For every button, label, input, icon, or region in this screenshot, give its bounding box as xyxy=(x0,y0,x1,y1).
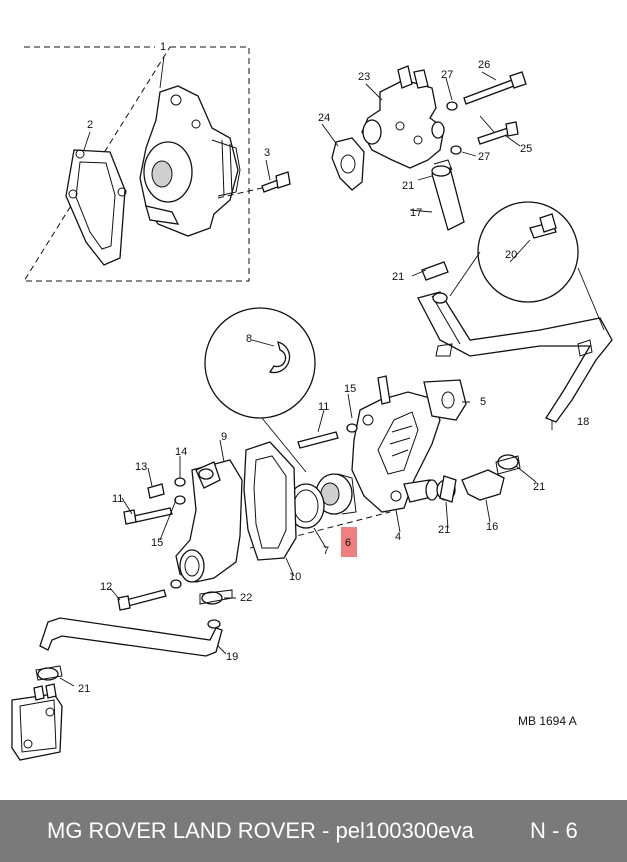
callout-label: 1 xyxy=(160,41,166,53)
callout-label: 7 xyxy=(323,545,329,557)
callout-label: 8 xyxy=(246,333,252,345)
callout-label: 11 xyxy=(112,493,123,505)
housing-gasket xyxy=(331,137,365,191)
callout-label: 26 xyxy=(478,59,490,71)
callout-label: 19 xyxy=(226,651,238,663)
callout-6-highlight xyxy=(341,527,357,557)
page-number: N - 6 xyxy=(530,818,578,843)
pump-gasket xyxy=(65,149,126,266)
callout-label: 25 xyxy=(520,143,532,155)
callout-label: 5 xyxy=(480,396,486,408)
callout-label: 13 xyxy=(135,461,147,473)
callout-label: 4 xyxy=(395,531,401,543)
callout-label: 14 xyxy=(175,446,187,458)
caption-bar: MG ROVER LAND ROVER - pel100300eva N - 6 xyxy=(0,800,627,862)
thermostat-housing-group xyxy=(331,65,527,231)
exploded-parts-diagram: 1 2 3 4 5 6 7 8 9 10 11 11 12 13 14 15 1… xyxy=(11,41,613,761)
callout-label: 10 xyxy=(289,571,301,583)
callout-label: 20 xyxy=(505,249,517,261)
callout-label: 23 xyxy=(358,71,370,83)
detail-circle-20 xyxy=(477,201,579,303)
water-pump-assembly-group xyxy=(23,46,291,282)
callout-label: 18 xyxy=(577,416,589,428)
callout-label: 21 xyxy=(78,683,90,695)
callout-label: 16 xyxy=(486,521,498,533)
bolt-3 xyxy=(261,171,291,193)
callout-label: 6 xyxy=(345,537,351,549)
drawing-reference-code: MB 1694 A xyxy=(518,714,577,728)
callout-label: 21 xyxy=(438,524,450,536)
coolant-housing xyxy=(351,391,441,513)
pipe-19 xyxy=(39,617,223,657)
callout-label: 12 xyxy=(100,581,112,593)
callout-label: 2 xyxy=(87,119,93,131)
callout-label: 24 xyxy=(318,112,330,124)
callout-label: 27 xyxy=(478,151,490,163)
detail-circle-8 xyxy=(204,307,316,473)
callout-label: 15 xyxy=(344,383,356,395)
callout-label: 21 xyxy=(402,180,414,192)
callout-label: 17 xyxy=(410,207,422,219)
callout-label: 3 xyxy=(264,147,270,159)
callout-label: 11 xyxy=(318,401,329,413)
hose-16 xyxy=(461,469,505,501)
oil-cooler-group xyxy=(11,665,63,761)
callout-label: 22 xyxy=(240,592,252,604)
caption-title: MG ROVER LAND ROVER - pel100300eva xyxy=(47,818,474,843)
callout-label: 21 xyxy=(533,481,545,493)
outlet-elbow-group xyxy=(117,441,297,611)
bypass-hose-group xyxy=(417,201,613,423)
callout-label: 9 xyxy=(221,431,227,443)
callout-label: 15 xyxy=(151,537,163,549)
callout-label: 27 xyxy=(441,69,453,81)
coolant-housing-group xyxy=(249,375,521,549)
gasket-10 xyxy=(243,441,297,561)
callout-label: 21 xyxy=(392,271,404,283)
